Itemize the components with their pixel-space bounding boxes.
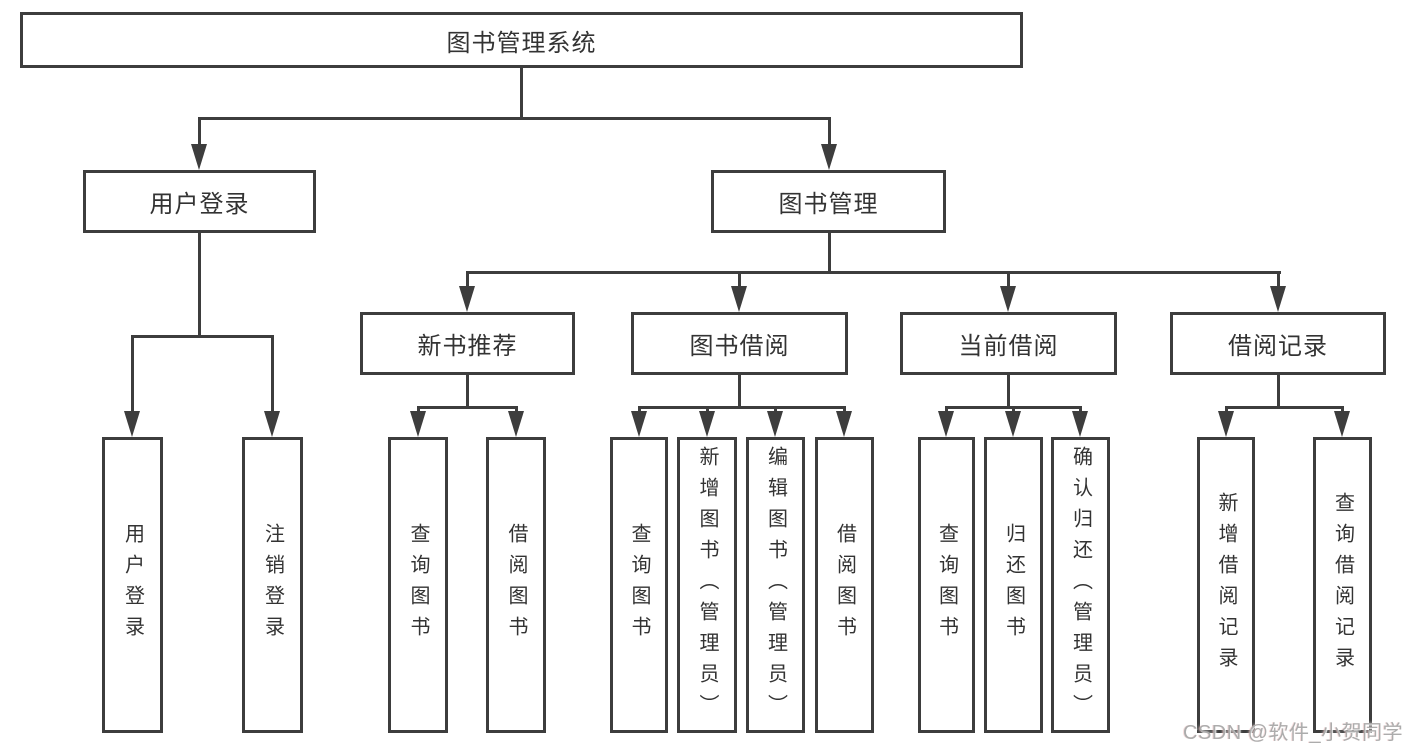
connector-to-borrow-query: [638, 406, 641, 415]
csdn-watermark: CSDN @软件_小贺同学: [1183, 722, 1404, 744]
connector-to-user-login: [198, 117, 201, 146]
leaf-query-borrow-record-label: 查询借阅记录: [1331, 492, 1354, 678]
arrowhead-book-borrow: [731, 286, 747, 312]
arrowhead-borrow-borrow: [836, 411, 852, 437]
arrowhead-book-management: [821, 144, 837, 170]
node-borrow-records-label: 借阅记录: [1228, 333, 1328, 360]
node-book-borrow: 图书借阅: [631, 312, 848, 375]
connector-to-edit-book: [774, 406, 777, 415]
leaf-add-borrow-record: 新增借阅记录: [1197, 437, 1255, 733]
leaf-logout: 注销登录: [242, 437, 303, 733]
connector-to-leaf-logout: [271, 335, 274, 413]
connector-to-return-books: [1012, 406, 1015, 415]
connector-book-borrow-split: [638, 406, 846, 409]
connector-to-current-borrow: [1007, 271, 1010, 288]
connector-user-login-split: [131, 335, 274, 338]
connector-to-query-record: [1341, 406, 1344, 415]
connector-to-add-record: [1225, 406, 1228, 415]
connector-to-borrow-borrow: [843, 406, 846, 415]
leaf-edit-book-admin: 编辑图书（管理员）: [746, 437, 805, 733]
node-book-borrow-label: 图书借阅: [689, 333, 790, 360]
connector-to-recommend-borrow: [515, 406, 518, 415]
arrowhead-recommend-query: [410, 411, 426, 437]
connector-to-add-book: [706, 406, 709, 415]
connector-to-current-query: [945, 406, 948, 415]
connector-book-mgmt-stem: [828, 230, 831, 273]
connector-book-mgmt-split: [466, 271, 1281, 274]
leaf-add-book-admin-label: 新增图书（管理员）: [696, 445, 718, 725]
arrowhead-user-login: [191, 144, 207, 170]
leaf-query-borrow-record: 查询借阅记录: [1313, 437, 1372, 733]
leaf-borrow-query-books-label: 查询图书: [628, 523, 650, 647]
arrowhead-query-record: [1334, 411, 1350, 437]
node-user-login: 用户登录: [83, 170, 316, 233]
node-new-book-recommend-label: 新书推荐: [417, 333, 518, 360]
node-book-management: 图书管理: [711, 170, 946, 233]
arrowhead-current-query: [938, 411, 954, 437]
leaf-user-login: 用户登录: [102, 437, 163, 733]
leaf-add-borrow-record-label: 新增借阅记录: [1215, 492, 1237, 678]
arrowhead-edit-book: [767, 411, 783, 437]
node-borrow-records: 借阅记录: [1170, 312, 1386, 375]
leaf-recommend-query-books-label: 查询图书: [407, 523, 429, 647]
leaf-confirm-return-admin-label: 确认归还（管理员）: [1069, 445, 1092, 725]
leaf-borrow-borrow-books: 借阅图书: [815, 437, 874, 733]
arrowhead-add-book: [699, 411, 715, 437]
connector-current-borrow-stem: [1007, 373, 1010, 408]
node-book-management-label: 图书管理: [778, 191, 879, 218]
connector-to-recommend-query: [417, 406, 420, 415]
arrowhead-return-books: [1005, 411, 1021, 437]
connector-recommend-stem: [466, 373, 469, 408]
arrowhead-current-borrow: [1000, 286, 1016, 312]
arrowhead-leaf-user-login: [124, 411, 140, 437]
connector-user-login-stem: [198, 230, 201, 337]
leaf-recommend-query-books: 查询图书: [388, 437, 448, 733]
node-root-label: 图书管理系统: [446, 29, 597, 57]
node-root: 图书管理系统: [20, 12, 1023, 68]
leaf-edit-book-admin-label: 编辑图书（管理员）: [764, 445, 787, 725]
connector-root-split: [198, 117, 831, 120]
leaf-confirm-return-admin: 确认归还（管理员）: [1051, 437, 1110, 733]
leaf-user-login-label: 用户登录: [121, 523, 144, 647]
node-new-book-recommend: 新书推荐: [360, 312, 575, 375]
leaf-logout-label: 注销登录: [261, 523, 284, 647]
connector-to-confirm-return: [1079, 406, 1082, 415]
leaf-borrow-query-books: 查询图书: [610, 437, 668, 733]
arrowhead-leaf-logout: [264, 411, 280, 437]
leaf-current-query-books: 查询图书: [918, 437, 975, 733]
connector-root-stem: [520, 66, 523, 119]
connector-to-book-management: [828, 117, 831, 146]
arrowhead-recommend-borrow: [508, 411, 524, 437]
leaf-return-books-label: 归还图书: [1002, 523, 1025, 647]
leaf-return-books: 归还图书: [984, 437, 1043, 733]
leaf-recommend-borrow-books: 借阅图书: [486, 437, 546, 733]
connector-book-borrow-stem: [738, 373, 741, 408]
leaf-current-query-books-label: 查询图书: [935, 523, 958, 647]
node-user-login-label: 用户登录: [149, 191, 250, 218]
connector-recommend-split: [417, 406, 518, 409]
leaf-recommend-borrow-books-label: 借阅图书: [505, 523, 527, 647]
node-current-borrow: 当前借阅: [900, 312, 1117, 375]
connector-records-split: [1225, 406, 1344, 409]
connector-to-recommend: [466, 271, 469, 288]
arrowhead-borrow-query: [631, 411, 647, 437]
arrowhead-recommend: [459, 286, 475, 312]
node-current-borrow-label: 当前借阅: [958, 333, 1059, 360]
arrowhead-add-record: [1218, 411, 1234, 437]
leaf-add-book-admin: 新增图书（管理员）: [677, 437, 737, 733]
connector-to-leaf-user-login: [131, 335, 134, 413]
connector-to-borrow-records: [1277, 271, 1280, 288]
arrowhead-confirm-return: [1072, 411, 1088, 437]
leaf-borrow-borrow-books-label: 借阅图书: [833, 523, 856, 647]
arrowhead-borrow-records: [1270, 286, 1286, 312]
connector-borrow-records-stem: [1277, 373, 1280, 408]
connector-to-book-borrow: [738, 271, 741, 288]
